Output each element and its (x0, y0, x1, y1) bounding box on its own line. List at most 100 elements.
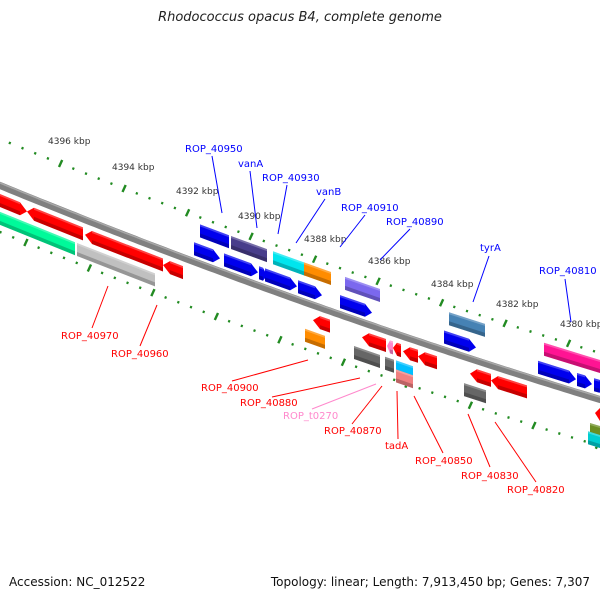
gene-shadow (340, 304, 365, 317)
gene-label[interactable]: ROP_40810 (539, 266, 597, 277)
gene-feature[interactable] (27, 207, 83, 241)
gene-label[interactable]: ROP_40830 (461, 471, 519, 482)
gene-highlight (170, 261, 183, 269)
gene-feature[interactable] (393, 342, 401, 358)
gene-feature[interactable] (595, 408, 600, 423)
gene-label[interactable]: tyrA (480, 243, 501, 254)
major-tick (531, 421, 537, 430)
gene-highlight (594, 378, 600, 382)
minor-tick (275, 244, 278, 248)
gene-highlight (397, 342, 401, 347)
gene-feature[interactable] (588, 431, 600, 449)
gene-label-leader-line (139, 304, 158, 347)
gene-shadow (477, 378, 491, 387)
gene-feature[interactable] (584, 355, 600, 373)
gene-feature[interactable] (298, 280, 322, 300)
gene-label[interactable]: tadA (385, 441, 408, 452)
minor-tick (126, 281, 129, 285)
gene-label[interactable]: ROP_40970 (61, 331, 119, 342)
gene-feature[interactable] (385, 356, 394, 373)
gene-highlight (577, 373, 585, 378)
gene-label[interactable]: vanB (316, 187, 341, 198)
gene-feature[interactable] (0, 192, 27, 216)
minor-tick (11, 235, 15, 239)
gene-feature[interactable] (77, 243, 155, 287)
gene-label[interactable]: ROP_40890 (386, 217, 444, 228)
gene-feature[interactable] (470, 369, 491, 387)
gene-feature[interactable] (449, 312, 485, 337)
major-tick (502, 319, 508, 328)
gene-feature[interactable] (304, 262, 331, 285)
gene-label-leader-line (311, 383, 377, 410)
gene-label[interactable]: ROP_40900 (201, 383, 259, 394)
gene-feature[interactable] (491, 376, 527, 399)
gene-label-leader-line (231, 359, 309, 382)
gene-feature[interactable] (403, 347, 418, 363)
gene-feature[interactable] (340, 295, 372, 317)
minor-tick (452, 305, 456, 309)
gene-highlight (224, 253, 251, 266)
gene-feature[interactable] (418, 352, 437, 370)
gene-feature[interactable] (305, 328, 325, 349)
gene-feature[interactable] (464, 383, 486, 404)
gene-feature[interactable] (544, 342, 584, 369)
gene-feature[interactable] (231, 236, 267, 263)
gene-label[interactable]: vanA (238, 159, 263, 170)
gene-feature[interactable] (163, 261, 183, 280)
minor-tick (97, 177, 101, 181)
gene-shadow (444, 339, 469, 352)
gene-feature[interactable] (538, 360, 576, 384)
gene-label[interactable]: ROP_t0270 (283, 411, 338, 422)
gene-shadow (588, 440, 600, 448)
gene-highlight (340, 295, 365, 306)
major-tick (150, 288, 156, 297)
minor-tick (240, 324, 244, 328)
gene-feature[interactable] (85, 231, 163, 272)
minor-tick (557, 432, 561, 435)
gene-feature[interactable] (354, 346, 380, 368)
major-tick (277, 335, 283, 344)
gene-feature[interactable] (200, 224, 229, 249)
gene-feature[interactable] (265, 268, 297, 291)
gene-label[interactable]: ROP_40850 (415, 456, 473, 467)
gene-label[interactable]: ROP_40870 (324, 426, 382, 437)
minor-tick (338, 266, 342, 270)
gene-feature[interactable] (313, 316, 330, 333)
tick-label: 4382 kbp (496, 300, 539, 310)
gene-label[interactable]: ROP_40950 (185, 144, 243, 155)
major-tick (467, 401, 474, 410)
gene-label[interactable]: ROP_40910 (341, 203, 399, 214)
gene-highlight (477, 369, 491, 376)
gene-feature[interactable] (594, 378, 600, 393)
gene-shadow (304, 271, 331, 285)
gene-shadow (0, 220, 75, 256)
gene-feature[interactable] (387, 340, 393, 355)
gene-feature[interactable] (396, 369, 413, 389)
gene-highlight (396, 360, 413, 369)
gene-label[interactable]: ROP_40930 (262, 173, 320, 184)
gene-shadow (397, 351, 401, 358)
gene-highlight (464, 383, 486, 393)
minor-tick (402, 288, 405, 292)
gene-label[interactable]: ROP_40880 (240, 398, 298, 409)
gene-label-leader-line (277, 184, 288, 235)
major-tick (86, 263, 93, 272)
major-tick (57, 159, 64, 168)
gene-label-leader-line (271, 377, 361, 398)
minor-tick (325, 262, 329, 266)
gene-label[interactable]: ROP_40820 (507, 485, 565, 496)
gene-feature[interactable] (0, 210, 75, 256)
gene-feature[interactable] (577, 373, 592, 389)
gene-label[interactable]: ROP_40960 (111, 349, 169, 360)
gene-feature[interactable] (224, 253, 258, 277)
gene-label-leader-line (467, 413, 491, 468)
minor-tick (109, 182, 113, 186)
gene-feature[interactable] (194, 242, 220, 263)
gene-feature[interactable] (444, 330, 476, 352)
gene-feature[interactable] (273, 251, 305, 276)
gene-highlight (444, 330, 469, 341)
minor-tick (236, 230, 240, 234)
gene-feature[interactable] (345, 276, 380, 302)
gene-feature[interactable] (362, 333, 386, 352)
